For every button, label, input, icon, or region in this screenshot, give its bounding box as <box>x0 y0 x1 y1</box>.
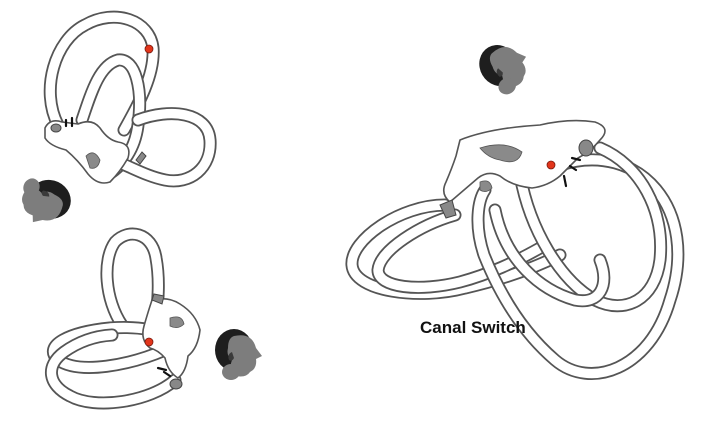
semicircular-canals <box>43 10 217 188</box>
head-icon <box>215 329 262 380</box>
hair-cells <box>562 156 582 188</box>
utricle <box>479 144 523 163</box>
labyrinth-right <box>345 119 685 380</box>
diagram-caption: Canal Switch <box>420 318 526 337</box>
utricle <box>85 152 101 169</box>
labyrinth-top-left <box>43 10 217 188</box>
cupula <box>151 293 165 305</box>
otoconia-dot <box>144 337 154 347</box>
vestibule <box>142 297 201 379</box>
vestibule <box>44 120 130 184</box>
semicircular-canals <box>345 141 685 380</box>
otoconia-dot <box>546 160 556 170</box>
otoconia-dot <box>144 44 154 54</box>
head-icon <box>11 169 78 234</box>
vestibule <box>442 119 606 203</box>
labyrinth-bottom-left <box>45 227 201 410</box>
utricle <box>169 316 185 328</box>
hair-cells <box>156 366 172 378</box>
cupula <box>50 123 62 133</box>
head-icon <box>471 33 539 102</box>
cupula <box>439 199 457 219</box>
hair-cells <box>64 116 74 128</box>
